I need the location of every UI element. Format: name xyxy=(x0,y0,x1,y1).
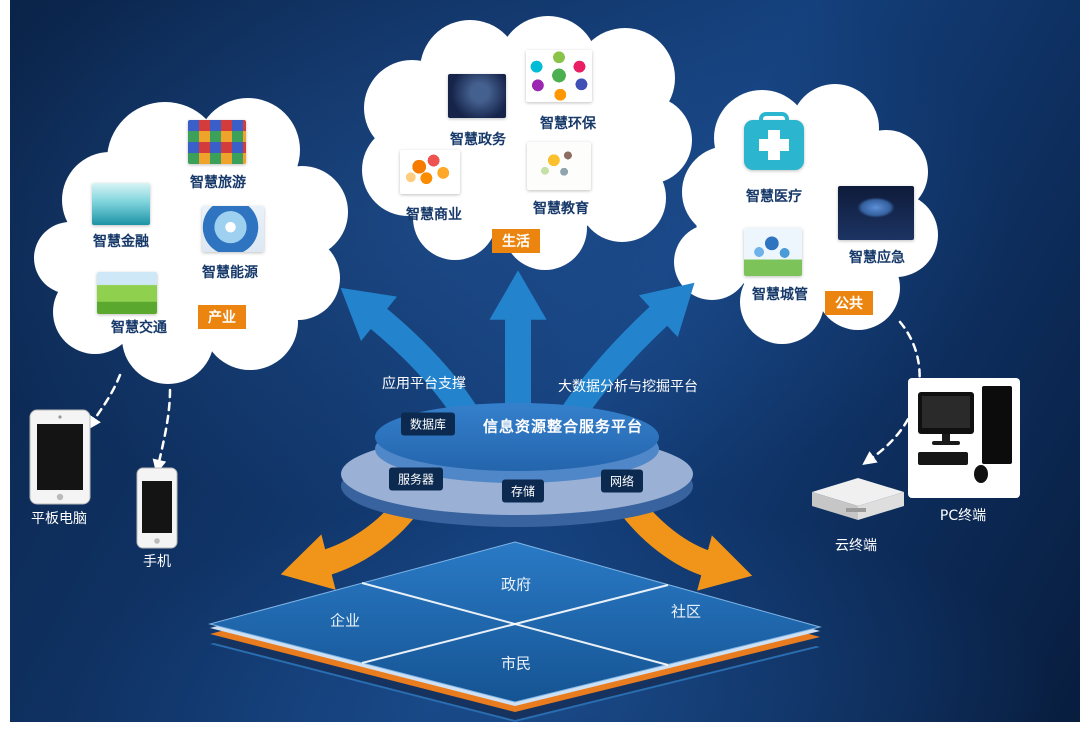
platform-title: 信息资源整合服务平台 xyxy=(482,417,644,436)
caption-application-support: 应用平台支撑 xyxy=(382,376,466,392)
label-smart-commerce: 智慧商业 xyxy=(406,207,462,223)
cloud-terminal-device xyxy=(812,478,904,520)
base-label-citizen: 市民 xyxy=(500,654,532,673)
smart-finance-image xyxy=(92,183,150,225)
base-label-enterprise: 企业 xyxy=(329,611,361,630)
base-divider-2 xyxy=(361,584,669,664)
connector-cloud-to-tablet xyxy=(87,373,122,430)
smart-medical-image xyxy=(744,120,804,170)
smart-citymanagement-image xyxy=(744,228,802,276)
label-smart-medical: 智慧医疗 xyxy=(746,189,802,205)
tag-industry: 产业 xyxy=(198,305,246,329)
label-smart-education: 智慧教育 xyxy=(533,201,589,217)
pc-terminal-device xyxy=(908,378,1020,498)
base-top-face xyxy=(208,541,822,703)
smart-education-image xyxy=(527,142,591,190)
base-platform xyxy=(208,541,822,722)
chip-server: 服务器 xyxy=(388,467,444,491)
page-edge-left xyxy=(0,0,10,733)
label-smart-tourism: 智慧旅游 xyxy=(190,175,246,191)
smart-government-image xyxy=(448,74,506,118)
label-smart-government: 智慧政务 xyxy=(450,132,506,148)
tablet-device xyxy=(29,409,91,505)
connector-cloud-to-phone xyxy=(152,388,172,474)
label-smart-citymanagement: 智慧城管 xyxy=(752,287,808,303)
label-phone: 手机 xyxy=(143,554,171,570)
label-smart-emergency: 智慧应急 xyxy=(849,250,905,266)
label-smart-environment: 智慧环保 xyxy=(540,116,596,132)
chip-storage: 存储 xyxy=(501,479,545,503)
smart-environment-image xyxy=(526,50,592,102)
tag-life: 生活 xyxy=(492,229,540,253)
smart-tourism-image xyxy=(188,120,246,164)
label-smart-finance: 智慧金融 xyxy=(93,234,149,250)
chip-network: 网络 xyxy=(600,469,644,493)
label-tablet: 平板电脑 xyxy=(31,511,87,527)
chip-database: 数据库 xyxy=(400,412,456,436)
base-label-government: 政府 xyxy=(500,575,532,594)
label-smart-energy: 智慧能源 xyxy=(202,265,258,281)
page-edge-bottom xyxy=(0,722,1080,733)
label-cloud-terminal: 云终端 xyxy=(835,538,877,554)
base-label-community: 社区 xyxy=(670,602,702,621)
smart-energy-image xyxy=(202,206,264,252)
label-smart-transport: 智慧交通 xyxy=(111,320,167,336)
caption-bigdata-analysis: 大数据分析与挖掘平台 xyxy=(558,379,698,395)
smart-commerce-image xyxy=(400,150,460,194)
phone-device xyxy=(136,467,178,549)
smart-emergency-image xyxy=(838,186,914,240)
label-pc-terminal: PC终端 xyxy=(939,508,987,524)
smart-transport-image xyxy=(97,272,157,314)
tag-public: 公共 xyxy=(825,291,873,315)
